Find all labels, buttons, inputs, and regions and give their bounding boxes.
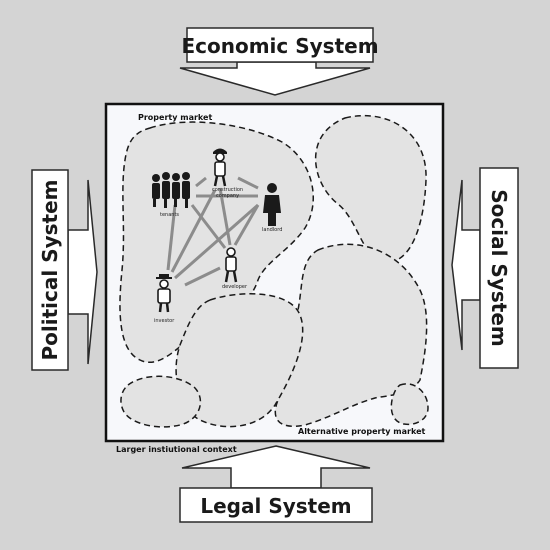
connector-construction-landlord [237,176,259,190]
connector-construction-investor [170,189,217,273]
political-system-box [31,169,69,371]
investor-icon [156,274,172,313]
bottom-left-blob [120,375,202,428]
developer-label: developer [222,284,248,290]
lower-right-blob [274,243,428,427]
connector-construction-developer [218,187,232,246]
company-label: company [216,193,239,199]
political-system-arrow: Political System [31,169,98,371]
construction-worker-icon [213,148,227,187]
bottom-right-small-blob [390,383,429,426]
economic-system-arrow: Economic System [179,27,379,96]
legal-system-box [179,487,373,523]
landlord-icon [263,183,281,226]
connector-tenants-construction [195,176,207,188]
connector-investor-developer [184,266,221,287]
connector-landlord-developer [233,204,260,246]
developer-icon [224,247,238,283]
legal-system-label: Legal System [200,494,351,518]
investor-label: investor [154,318,175,324]
property-market-label: Property market [138,113,212,122]
political-system-label: Political System [38,179,62,360]
alternative-property-market-label: Alternative property market [298,427,426,436]
tenants-label: tenants [160,212,179,218]
construction-label: construction [212,187,243,193]
center-lower-blob [175,293,304,428]
social-system-label: Social System [487,189,511,346]
top-right-blob [314,114,427,263]
tenants-icon [152,172,190,208]
connector-landlord-investor [174,203,259,280]
larger-context-label: Larger instiutional context [116,445,237,454]
social-system-arrow: Social System [451,167,519,369]
landlord-label: landlord [262,227,282,233]
social-system-box [479,167,519,369]
economic-system-box [186,27,374,63]
legal-system-arrow: Legal System [179,445,373,523]
connector-tenants-investor [166,204,177,271]
economic-system-label: Economic System [181,34,378,58]
actor-connections [166,176,260,287]
